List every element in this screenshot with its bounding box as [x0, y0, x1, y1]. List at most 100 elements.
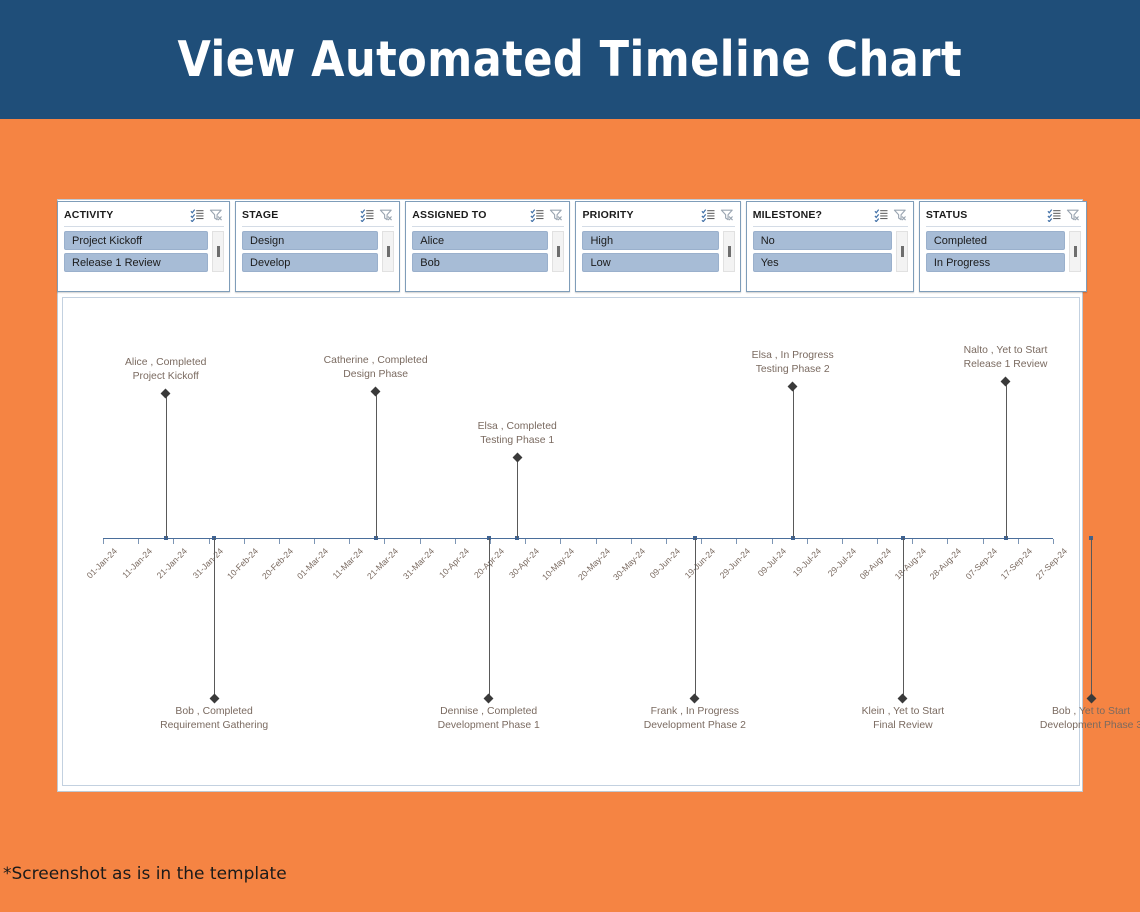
slicer-scrollbar[interactable]: [382, 231, 395, 272]
multi-select-icon[interactable]: [360, 208, 375, 223]
event-stem: [517, 457, 519, 538]
clear-filter-icon[interactable]: [720, 208, 735, 222]
axis-tick: [103, 539, 104, 544]
slicer-item[interactable]: No: [752, 231, 892, 250]
event-marker[interactable]: [512, 452, 523, 463]
slicer-scrollbar[interactable]: [212, 231, 225, 272]
event-marker[interactable]: [897, 693, 908, 704]
slicer-title-status: STATUS: [925, 209, 968, 221]
event-label-task: Requirement Gathering: [160, 720, 269, 731]
scrollbar-thumb[interactable]: [217, 246, 221, 257]
axis-date-label: 10-Apr-24: [436, 546, 471, 581]
header-banner: View Automated Timeline Chart: [0, 0, 1140, 119]
slicer-item[interactable]: Project Kickoff: [64, 231, 209, 250]
scrollbar-thumb[interactable]: [727, 246, 731, 257]
slicer-scrollbar[interactable]: [1069, 231, 1081, 272]
clear-filter-icon[interactable]: [209, 208, 224, 222]
event-marker[interactable]: [209, 693, 220, 704]
axis-tick: [314, 539, 316, 544]
page-title: View Automated Timeline Chart: [177, 31, 963, 88]
axis-tick: [349, 539, 351, 544]
slicer-item[interactable]: Design: [242, 231, 379, 250]
axis-tick: [595, 539, 597, 544]
slicer-item[interactable]: High: [582, 231, 719, 250]
event-marker[interactable]: [689, 693, 700, 704]
slicer-title-assigned-to: ASSIGNED TO: [412, 209, 487, 221]
clear-filter-icon[interactable]: [549, 208, 564, 222]
axis-tick: [454, 539, 456, 544]
axis-date-label: 29-Jun-24: [717, 546, 753, 581]
multi-select-icon[interactable]: [1047, 208, 1062, 223]
event-marker[interactable]: [483, 693, 494, 704]
axis-data-point: [790, 536, 795, 540]
axis-date-label: 21-Mar-24: [365, 546, 401, 582]
event-label-owner-status: Catherine , Completed: [323, 355, 428, 366]
scrollbar-thumb[interactable]: [557, 246, 561, 257]
clear-filter-icon[interactable]: [1066, 208, 1081, 222]
slicer-status[interactable]: STATUS Completed In Progress: [918, 201, 1087, 292]
axis-date-label: 18-Aug-24: [892, 546, 929, 582]
slicer-item[interactable]: In Progress: [925, 253, 1065, 272]
multi-select-icon[interactable]: [701, 208, 716, 223]
axis-data-point: [1003, 536, 1008, 540]
clear-filter-icon[interactable]: [893, 208, 908, 222]
event-label-owner-status: Alice , Completed: [124, 357, 207, 368]
slicer-body-status: Completed In Progress: [925, 231, 1081, 272]
multi-select-icon[interactable]: [530, 208, 545, 223]
axis-date-label: 28-Aug-24: [928, 546, 964, 582]
axis-tick: [736, 539, 738, 544]
axis-tick: [630, 539, 632, 544]
event-marker[interactable]: [787, 381, 798, 392]
slicer-item[interactable]: Completed: [925, 231, 1065, 250]
multi-select-icon[interactable]: [874, 208, 889, 223]
slicer-items-status: Completed In Progress: [925, 231, 1065, 272]
axis-data-point: [163, 536, 168, 540]
slicer-item[interactable]: Release 1 Review: [64, 253, 209, 272]
slicer-item[interactable]: Develop: [242, 253, 379, 272]
axis-tick: [560, 539, 562, 544]
slicer-scrollbar[interactable]: [722, 231, 735, 272]
event-marker[interactable]: [160, 388, 171, 399]
axis-date-label: 01-Jan-24: [84, 546, 120, 581]
axis-tick: [877, 539, 879, 544]
clear-filter-icon[interactable]: [379, 208, 394, 222]
multi-select-icon[interactable]: [190, 208, 205, 223]
slicer-item[interactable]: Bob: [412, 253, 549, 272]
axis-date-label: 11-Mar-24: [330, 546, 366, 581]
timeline-axis: [103, 538, 1053, 539]
event-label-task: Project Kickoff: [132, 371, 199, 382]
slicer-scrollbar[interactable]: [552, 231, 565, 272]
axis-date-label: 01-Mar-24: [295, 546, 331, 582]
slicer-item[interactable]: Yes: [752, 253, 892, 272]
event-marker[interactable]: [370, 386, 381, 397]
event-label-owner-status: Klein , Yet to Start: [861, 706, 945, 717]
slicer-scrollbar[interactable]: [895, 231, 908, 272]
scrollbar-thumb[interactable]: [387, 246, 391, 257]
scrollbar-thumb[interactable]: [900, 246, 904, 257]
scrollbar-thumb[interactable]: [1074, 246, 1077, 257]
axis-date-label: 17-Sep-24: [998, 546, 1034, 582]
axis-date-label: 09-Jul-24: [755, 546, 788, 579]
slicer-title-activity: ACTIVITY: [64, 209, 114, 221]
axis-tick: [665, 539, 667, 544]
event-marker[interactable]: [1000, 376, 1011, 387]
slicer-item[interactable]: Low: [582, 253, 719, 272]
event-marker[interactable]: [1086, 693, 1096, 704]
slicer-item[interactable]: Alice: [412, 231, 549, 250]
slicer-header-priority: PRIORITY: [582, 206, 735, 227]
